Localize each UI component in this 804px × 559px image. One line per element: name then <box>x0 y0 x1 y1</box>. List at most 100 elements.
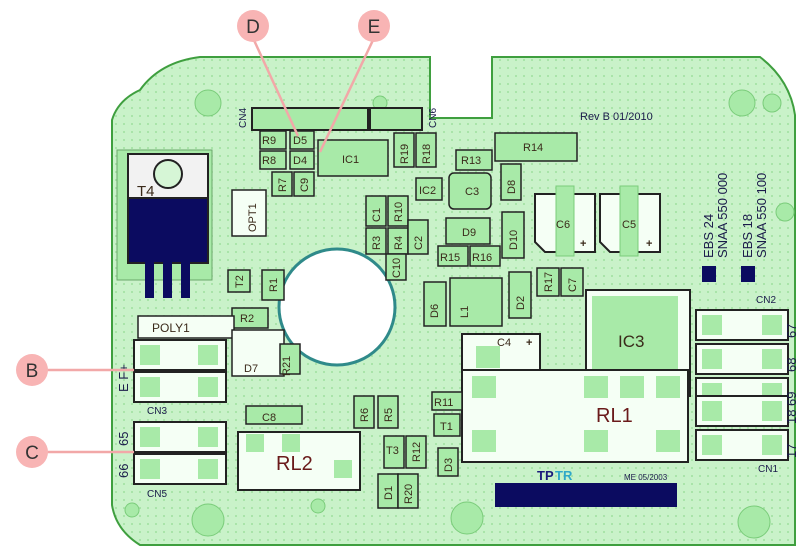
brand-label: TP TR <box>537 468 573 483</box>
t4-label: T4 <box>137 183 155 200</box>
connector-cn4: CN4 <box>238 107 369 131</box>
l1-label: L1 <box>459 306 471 318</box>
c10-label: C10 <box>391 258 403 278</box>
callout-e: E <box>358 10 390 42</box>
footer-code: ME 05/2003 <box>624 473 668 482</box>
pin-17-label: 17 <box>784 444 799 458</box>
c3-label: C3 <box>465 186 479 198</box>
c4-label: C4 <box>497 337 511 349</box>
r15-label: R15 <box>440 252 460 264</box>
pin-67-label: 67 <box>784 324 799 338</box>
capacitor-c5: C5 + <box>599 185 661 257</box>
r8-label: R8 <box>262 155 276 167</box>
ebs24-line2: SNAA 550 000 <box>715 173 730 258</box>
relay-rl1: RL1 <box>461 369 689 463</box>
t1-label: T1 <box>440 421 453 433</box>
ebs24-line1: EBS 24 <box>701 214 716 258</box>
r6-label: R6 <box>359 408 371 422</box>
d9-label: D9 <box>462 227 476 239</box>
connector-cn6: CN6 <box>369 107 439 131</box>
corner-pads <box>124 89 795 539</box>
capacitor-c6: C6 + <box>534 185 596 257</box>
relay-rl2: RL2 <box>237 431 361 491</box>
callout-b: B <box>16 354 48 386</box>
r20-label: R20 <box>403 484 415 504</box>
brand-bar <box>495 483 677 507</box>
pin-66-label: 66 <box>116 464 131 478</box>
connector-cn2: CN2 <box>695 295 789 409</box>
callout-d-letter: D <box>246 17 260 38</box>
c8-label: C8 <box>262 412 276 424</box>
r12-label: R12 <box>411 442 423 462</box>
pin-68-label: 68 <box>784 358 799 372</box>
d5-label: D5 <box>293 135 307 147</box>
r14-label: R14 <box>523 142 543 154</box>
callout-c: C <box>16 436 48 468</box>
callout-e-letter: E <box>368 17 381 38</box>
cn4-label: CN4 <box>238 108 249 128</box>
rl2-label: RL2 <box>276 453 313 475</box>
r16-label: R16 <box>472 252 492 264</box>
d3-label: D3 <box>443 458 455 472</box>
callout-c-letter: C <box>25 443 39 464</box>
r5-label: R5 <box>383 408 395 422</box>
revision-label: Rev B 01/2010 <box>580 111 653 123</box>
rl1-label: RL1 <box>596 405 633 427</box>
svg-text:+: + <box>580 238 586 250</box>
d2-label: D2 <box>515 296 527 310</box>
connector-cn3: E F+ CN3 <box>116 339 227 417</box>
callout-b-letter: B <box>26 361 39 382</box>
cn3-label: CN3 <box>147 406 167 417</box>
d8-label: D8 <box>506 180 518 194</box>
transistor-t4: T4 <box>116 149 213 298</box>
brand-tp: TP <box>537 468 554 483</box>
cn6-label: CN6 <box>428 108 439 128</box>
pin-65-label: 65 <box>116 432 131 446</box>
pin-18-label: 18 <box>784 410 799 424</box>
r4-label: R4 <box>393 236 405 250</box>
callout-leaders <box>42 37 376 454</box>
connector-cn1: CN1 <box>695 395 789 475</box>
callout-d: D <box>237 10 269 42</box>
ebs18-line1: EBS 18 <box>740 214 755 258</box>
r10-label: R10 <box>393 202 405 222</box>
c9-label: C9 <box>299 178 311 192</box>
c6-label: C6 <box>556 219 570 231</box>
cn5-label: CN5 <box>147 489 167 500</box>
r7-label: R7 <box>277 178 289 192</box>
svg-text:+: + <box>646 238 652 250</box>
r17-label: R17 <box>543 272 555 292</box>
c2-label: C2 <box>413 236 425 250</box>
ebs-markings: EBS 24 SNAA 550 000 EBS 18 SNAA 550 100 <box>701 173 769 282</box>
cn2-label: CN2 <box>756 295 776 306</box>
d7-label: D7 <box>244 363 258 375</box>
pin-69-label: 69 <box>784 392 799 406</box>
opt1-label: OPT1 <box>247 203 259 232</box>
svg-text:+: + <box>526 337 532 349</box>
d1-label: D1 <box>383 486 395 500</box>
cn1-label: CN1 <box>758 464 778 475</box>
ic1-label: IC1 <box>342 154 359 166</box>
cn3-terminal-label: E F+ <box>116 364 131 392</box>
ic2-label: IC2 <box>419 185 436 197</box>
d6-label: D6 <box>429 304 441 318</box>
r13-label: R13 <box>461 155 481 167</box>
r9-label: R9 <box>262 135 276 147</box>
r21-label: R21 <box>281 356 293 376</box>
r1-label: R1 <box>268 278 280 292</box>
component-labels: R9 D5 R8 D4 R7 C9 IC1 R19 R18 R13 R14 IC… <box>152 135 579 504</box>
components-top <box>137 130 584 339</box>
components-bottom <box>231 329 463 509</box>
d10-label: D10 <box>508 230 520 250</box>
r2-label: R2 <box>240 313 254 325</box>
ic3-label: IC3 <box>618 332 644 351</box>
t2-label: T2 <box>234 275 246 288</box>
poly1-label: POLY1 <box>152 321 190 335</box>
t3-label: T3 <box>386 445 399 457</box>
connector-cn5: 65 66 CN5 <box>116 421 227 500</box>
r19-label: R19 <box>399 144 411 164</box>
c1-label: C1 <box>371 208 383 222</box>
d4-label: D4 <box>293 155 307 167</box>
r18-label: R18 <box>421 144 433 164</box>
